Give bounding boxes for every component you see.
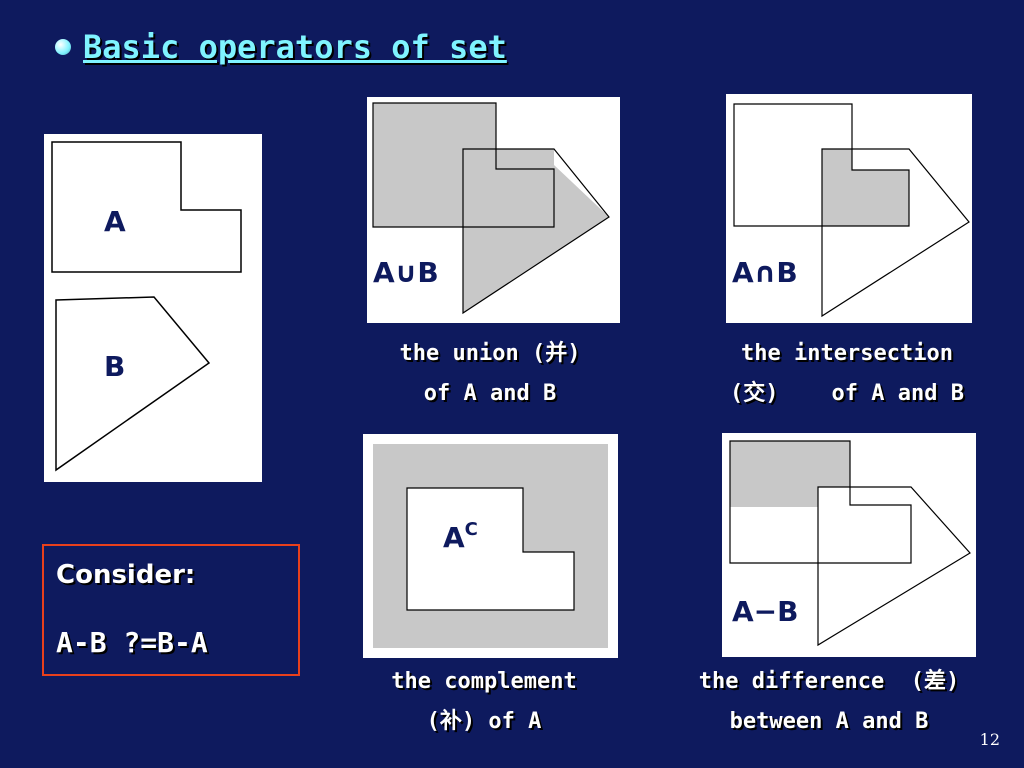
difference-figure: A−B xyxy=(729,440,971,647)
complement-label-superscript: C xyxy=(465,519,478,540)
difference-panel: A−B xyxy=(722,433,976,657)
consider-box: Consider: A-B ?=B-A xyxy=(42,544,300,676)
intersection-label: A∩B xyxy=(732,256,798,289)
difference-shaded-block xyxy=(730,441,818,505)
union-set-a-outline xyxy=(372,102,555,228)
union-panel: A∪B xyxy=(367,97,620,323)
difference-set-b-outline xyxy=(817,486,971,647)
intersection-set-a-outline xyxy=(733,103,910,227)
complement-label: AC xyxy=(443,519,478,554)
complement-figure: AC xyxy=(373,444,608,648)
union-figure: A∪B xyxy=(372,102,610,315)
consider-title: Consider: xyxy=(56,560,196,590)
intersection-shaded-region xyxy=(822,149,909,226)
complement-panel: AC xyxy=(363,434,618,658)
complement-caption: the complement (补) of A xyxy=(391,669,577,734)
difference-label: A−B xyxy=(732,595,798,628)
set-a-shape xyxy=(51,141,242,273)
union-shaded-block xyxy=(373,103,496,227)
slide-title: Basic operators of set xyxy=(55,28,507,66)
consider-question: A-B ?=B-A xyxy=(56,626,208,659)
set-b-label: B xyxy=(104,350,125,383)
difference-caption: the difference (差) between A and B xyxy=(698,669,960,734)
intersection-figure: A∩B xyxy=(732,103,970,318)
intersection-set-b-outline xyxy=(821,148,970,318)
intersection-caption: the intersection (交) of A and B xyxy=(730,341,964,406)
set-a-label: A xyxy=(104,205,126,238)
complement-set-a-shape xyxy=(406,487,575,611)
intersection-panel: A∩B xyxy=(726,94,972,323)
page-number: 12 xyxy=(979,730,1000,749)
union-set-b-outline xyxy=(462,148,610,315)
sets-a-b-figure: A B xyxy=(51,141,242,472)
difference-set-a-outline xyxy=(729,440,912,564)
bullet-icon xyxy=(55,39,71,55)
union-caption: the union (并) of A and B xyxy=(399,341,581,406)
slide-title-text: Basic operators of set xyxy=(83,28,507,66)
sets-a-b-panel: A B xyxy=(44,134,262,482)
set-b-shape xyxy=(55,296,211,472)
union-label: A∪B xyxy=(373,256,439,289)
complement-label-base: A xyxy=(443,521,465,554)
